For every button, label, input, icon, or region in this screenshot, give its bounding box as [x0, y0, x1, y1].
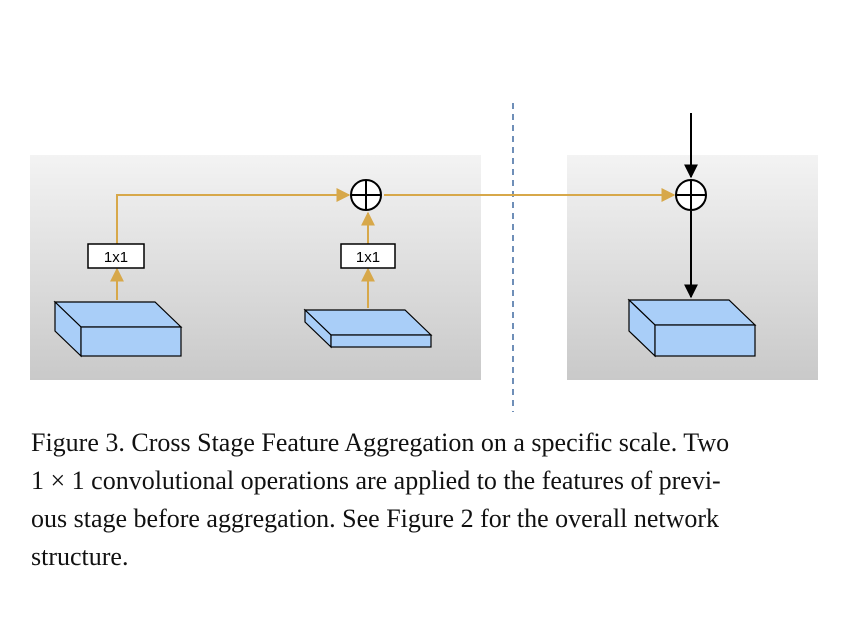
- conv-1x1-middle: 1x1: [340, 243, 396, 269]
- svg-text:1x1: 1x1: [356, 249, 380, 266]
- feature-block-left: [53, 300, 183, 358]
- conv-1x1-left: 1x1: [87, 243, 145, 269]
- caption-line: 1 × 1 convolutional operations are appli…: [31, 466, 721, 495]
- svg-text:1x1: 1x1: [104, 249, 128, 266]
- sum-node-right: [675, 179, 707, 211]
- arrow-left-conv-to-sum: [116, 188, 351, 244]
- feature-block-right: [627, 298, 757, 358]
- cross-stage-aggregation-diagram: 1x1 1x1: [30, 103, 818, 412]
- caption-line: Figure 3. Cross Stage Feature Aggregatio…: [31, 428, 730, 457]
- feature-block-middle: [303, 308, 433, 349]
- caption-line: ous stage before aggregation. See Figure…: [31, 504, 720, 533]
- caption-line: structure.: [31, 542, 129, 571]
- figure-caption: Figure 3. Cross Stage Feature Aggregatio…: [31, 424, 819, 576]
- sum-node-left: [350, 179, 382, 211]
